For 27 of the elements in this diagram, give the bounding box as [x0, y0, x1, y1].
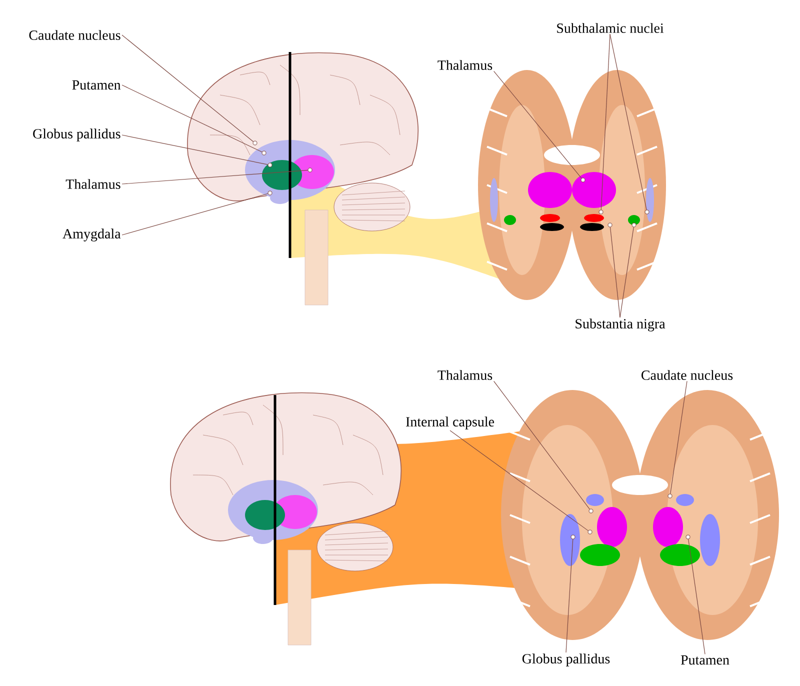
leader-line	[122, 193, 268, 236]
structure-label: Subthalamic nuclei	[557, 23, 664, 33]
structure-label: Caudate nucleus	[642, 370, 733, 380]
leader-line	[450, 430, 588, 531]
structure-label: Thalamus	[438, 60, 492, 70]
structure-label: Caudate nucleus	[29, 30, 120, 40]
leader-line	[122, 34, 254, 142]
structure-label: Putamen	[680, 655, 730, 665]
structure-label: Internal capsule	[406, 416, 494, 430]
structure-label: Globus pallidus	[522, 654, 610, 666]
leader-line	[122, 134, 268, 165]
leader-line	[494, 380, 590, 510]
leader-line	[670, 380, 688, 494]
leader-line	[610, 226, 620, 318]
structure-label: Substantia nigra	[576, 318, 666, 332]
structure-label: Globus pallidus	[33, 128, 120, 142]
leader-line	[600, 34, 610, 210]
leader-line	[122, 170, 308, 184]
leader-line	[688, 538, 706, 654]
leader-line	[620, 226, 634, 318]
leader-line	[610, 34, 647, 210]
structure-label: Thalamus	[66, 179, 120, 189]
leader-line	[122, 84, 262, 152]
leader-line	[494, 70, 582, 179]
structure-label: Putamen	[72, 80, 121, 90]
structure-label: Thalamus	[438, 370, 492, 380]
structure-label: Amygdala	[62, 228, 121, 242]
